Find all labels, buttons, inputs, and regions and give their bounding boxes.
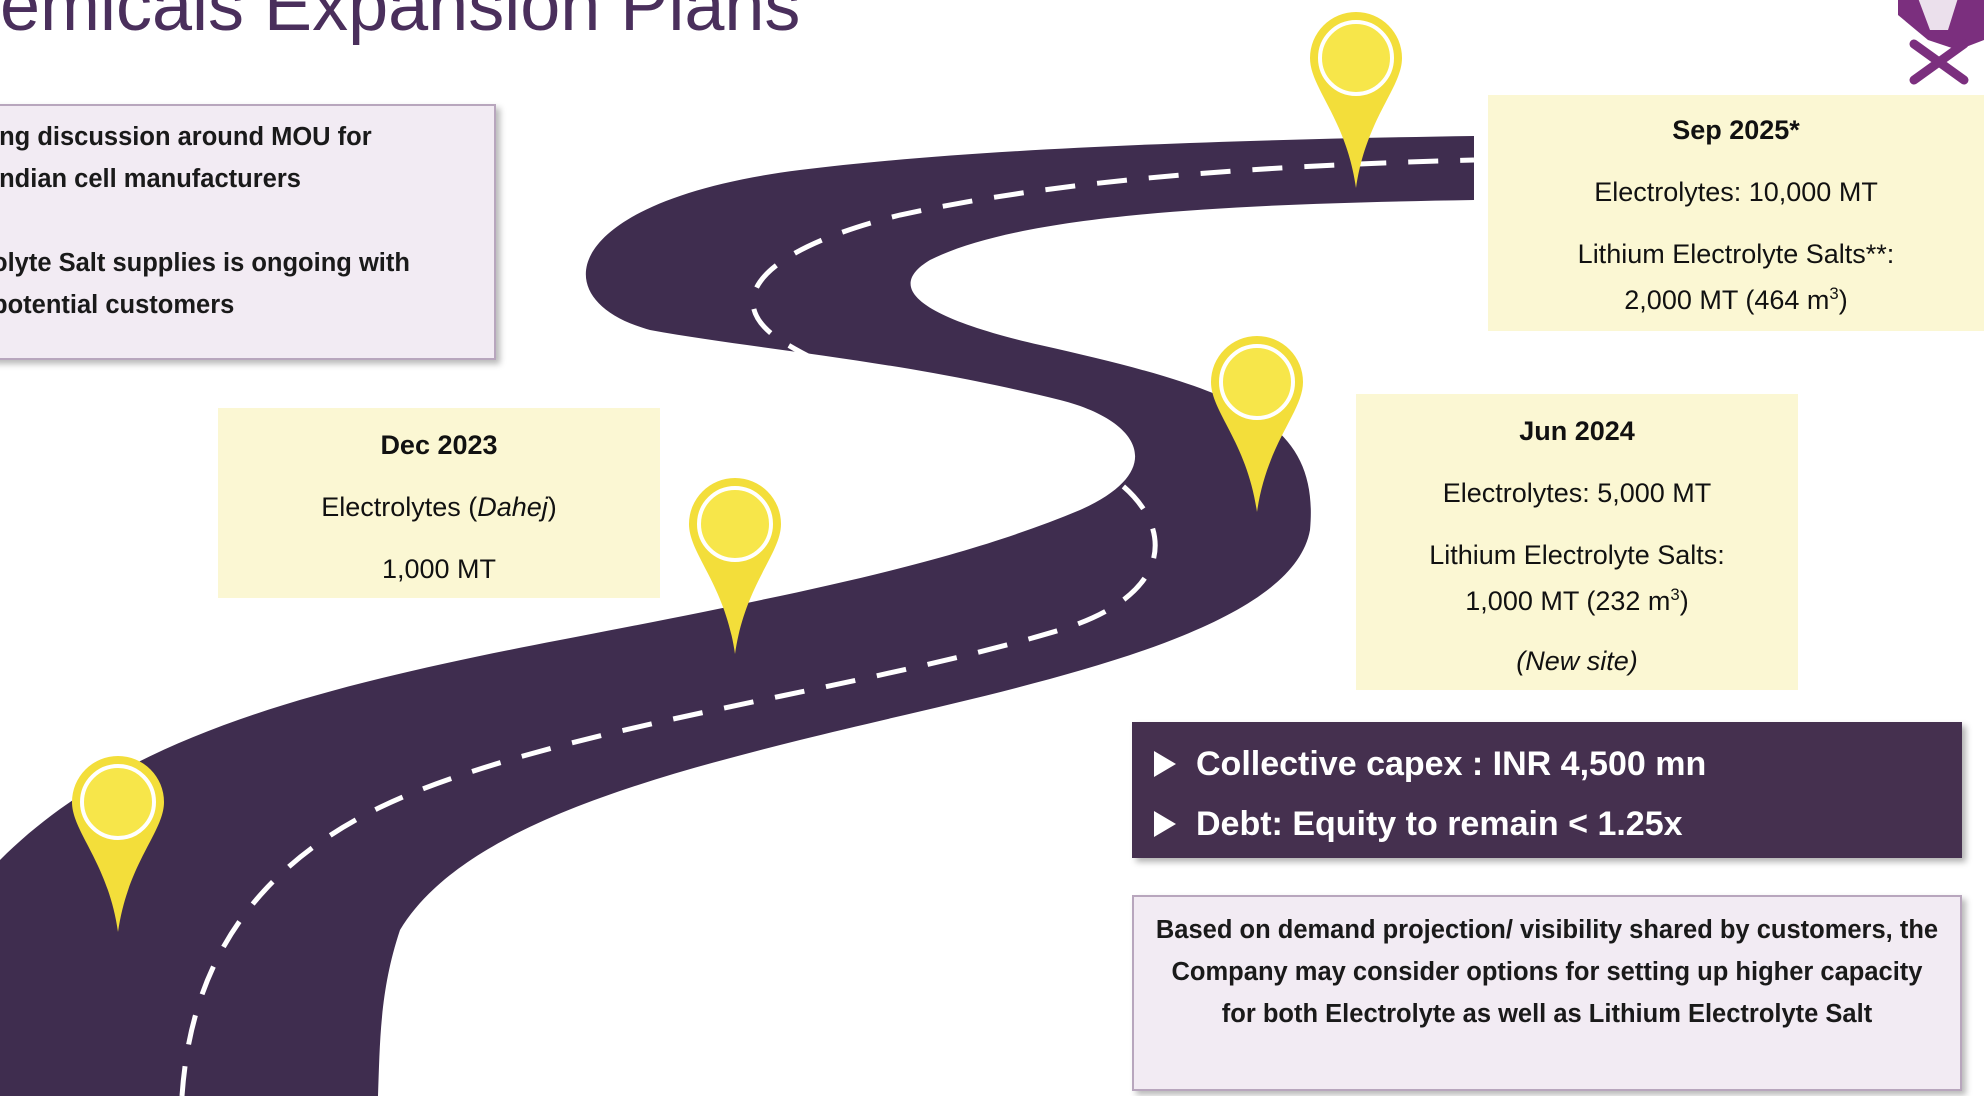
milestone-capacity: 2,000 MT (464 m3) [1624, 284, 1848, 315]
milestone-capacity: Electrolytes (Dahej) [321, 492, 557, 522]
capex-summary: Collective capex : INR 4,500 mn Debt: Eq… [1132, 722, 1962, 858]
milestone-capacity: Lithium Electrolyte Salts**: [1577, 239, 1895, 269]
milestone-capacity: Lithium Electrolyte Salts: [1429, 540, 1725, 570]
milestone-date: Dec 2023 [380, 430, 498, 460]
note-line: olyte Salt supplies is ongoing with [0, 249, 410, 277]
capacity-note: Based on demand projection/ visibility s… [1132, 895, 1962, 1091]
milestone-jun-2024: Jun 2024 Electrolytes: 5,000 MT Lithium … [1356, 394, 1798, 690]
milestone-date: Jun 2024 [1519, 416, 1635, 446]
milestone-note: (New site) [1516, 646, 1638, 676]
milestone-dec-2023: Dec 2023 Electrolytes (Dahej) 1,000 MT [218, 408, 660, 598]
pin-dec-2023 [689, 478, 781, 654]
capex-item: Debt: Equity to remain < 1.25x [1154, 794, 1962, 854]
pin-start [72, 756, 164, 932]
company-logo [1898, 0, 1984, 85]
triangle-bullet-icon [1154, 811, 1176, 837]
milestone-capacity: 1,000 MT [381, 554, 497, 584]
site-name: Dahej [477, 492, 548, 522]
milestone-capacity: Electrolytes: 10,000 MT [1594, 177, 1878, 207]
triangle-bullet-icon [1154, 751, 1176, 777]
milestone-sep-2025: Sep 2025* Electrolytes: 10,000 MT Lithiu… [1488, 95, 1984, 331]
note-line: ing discussion around MOU for [0, 123, 372, 151]
note-line: potential customers [0, 291, 235, 319]
milestone-date: Sep 2025* [1672, 115, 1800, 145]
milestone-capacity: Electrolytes: 5,000 MT [1442, 478, 1712, 508]
pin-jun-2024 [1211, 336, 1303, 512]
capex-text: Collective capex : INR 4,500 mn [1196, 744, 1707, 783]
page-title: emicals Expansion Plans [0, 0, 801, 46]
note-line: Indian cell manufacturers [0, 165, 301, 193]
capex-text: Debt: Equity to remain < 1.25x [1196, 804, 1683, 843]
road-center-line [179, 157, 1475, 1096]
milestone-capacity: 1,000 MT (232 m3) [1465, 585, 1689, 616]
mou-discussion-note: ing discussion around MOU for Indian cel… [0, 104, 496, 360]
capex-item: Collective capex : INR 4,500 mn [1154, 734, 1962, 794]
pin-sep-2025 [1310, 12, 1402, 188]
